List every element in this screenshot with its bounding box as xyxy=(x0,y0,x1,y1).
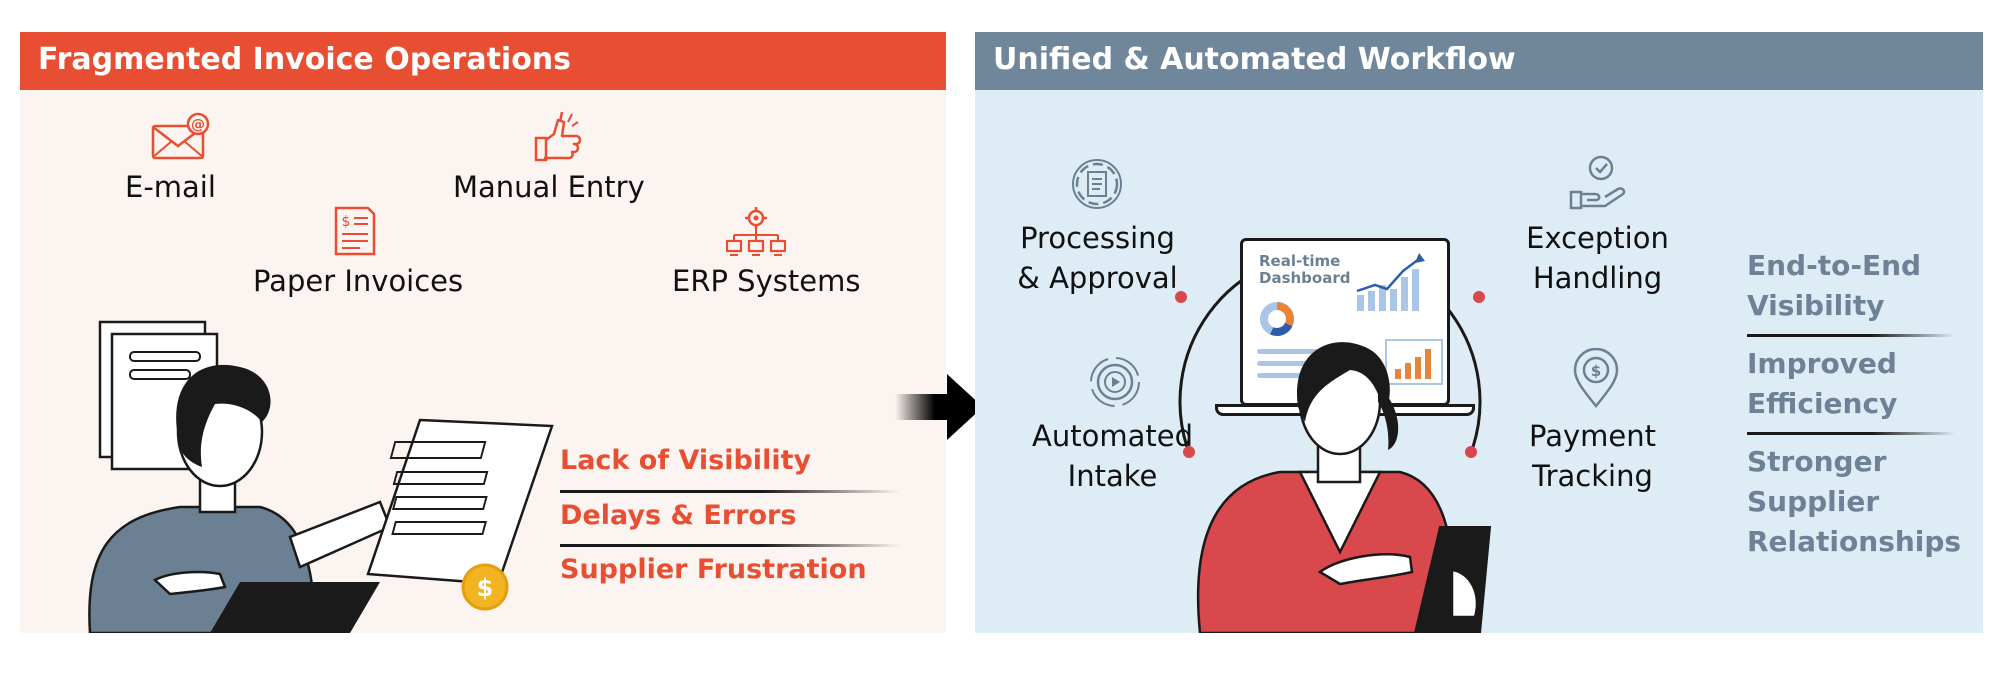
dashboard-title: Real-time Dashboard xyxy=(1259,252,1351,287)
trend-bar-chart-icon xyxy=(1356,253,1425,311)
step-automated-intake: Automated Intake xyxy=(1032,419,1193,493)
dashboard-screen: Real-time Dashboard xyxy=(1240,238,1450,406)
exception-handling-icon xyxy=(1569,155,1626,210)
processing-gear-icon xyxy=(1072,159,1122,209)
manual-entry-icon xyxy=(534,111,582,162)
benefit-improved-efficiency: Improved Efficiency xyxy=(1747,347,1898,420)
donut-chart-icon xyxy=(1260,302,1294,336)
erp-systems-icon xyxy=(726,207,786,256)
svg-text:@: @ xyxy=(191,117,205,133)
left-panel-title: Fragmented Invoice Operations xyxy=(38,42,572,77)
source-label-manual-entry: Manual Entry xyxy=(453,170,645,204)
source-label-email: E-mail xyxy=(125,170,216,204)
automated-intake-icon xyxy=(1090,357,1140,407)
fragmented-operations-panel: Fragmented Invoice Operations @ E-mail M… xyxy=(20,32,946,633)
payment-tracking-icon: $ xyxy=(1573,348,1619,408)
dashboard-bar-line xyxy=(1257,373,1315,378)
pain-point-delays-errors: Delays & Errors xyxy=(560,500,797,531)
svg-text:$: $ xyxy=(342,214,351,230)
benefit-divider-1 xyxy=(1747,334,1955,337)
pain-divider-1 xyxy=(560,490,900,493)
svg-text:$: $ xyxy=(1591,362,1601,380)
step-payment-tracking: Payment Tracking xyxy=(1529,419,1656,493)
source-label-erp-systems: ERP Systems xyxy=(672,264,861,298)
svg-text:$: $ xyxy=(477,574,494,602)
source-label-paper-invoices: Paper Invoices xyxy=(253,264,464,298)
worker-with-invoice-illustration: $ xyxy=(88,320,554,633)
right-panel-title: Unified & Automated Workflow xyxy=(993,42,1516,77)
benefit-stronger-supplier-relationships: Stronger Supplier Relationships xyxy=(1747,445,1962,558)
pain-point-lack-of-visibility: Lack of Visibility xyxy=(560,445,812,476)
email-icon: @ xyxy=(151,112,210,160)
paper-invoice-icon: $ xyxy=(334,206,376,256)
right-panel-header: Unified & Automated Workflow xyxy=(975,32,1983,90)
pain-divider-2 xyxy=(560,544,900,547)
left-panel-header: Fragmented Invoice Operations xyxy=(20,32,946,90)
step-processing-approval: Processing & Approval xyxy=(1017,221,1178,295)
transition-arrow-icon xyxy=(895,374,983,440)
benefit-end-to-end-visibility: End-to-End Visibility xyxy=(1747,249,1922,322)
orange-bar-chart-icon xyxy=(1385,339,1443,385)
woman-with-tablet-illustration xyxy=(1196,342,1492,633)
pain-point-supplier-frustration: Supplier Frustration xyxy=(560,554,867,585)
dashboard-bar-line xyxy=(1257,361,1309,366)
dashboard-bar-line xyxy=(1257,349,1319,354)
unified-workflow-panel: Unified & Automated Workflow Processing … xyxy=(975,32,1983,633)
step-exception-handling: Exception Handling xyxy=(1526,221,1669,295)
benefit-divider-2 xyxy=(1747,432,1955,435)
